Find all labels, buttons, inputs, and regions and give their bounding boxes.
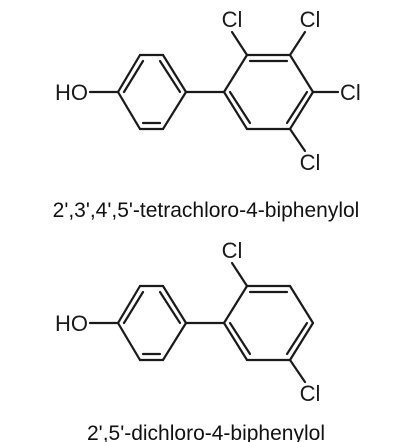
molecule-2-cl-2-label: Cl <box>222 238 243 263</box>
molecule-2-cl-5-label: Cl <box>300 381 321 406</box>
molecule-2-hydroxyl-label: HO <box>55 311 88 336</box>
molecule-1-cl-5-label: Cl <box>300 150 321 175</box>
molecule-1-structure <box>88 30 340 153</box>
molecule-1-cl-3-label: Cl <box>300 7 321 32</box>
molecule-2-name: 2',5'-dichloro-4-biphenylol <box>87 422 325 442</box>
molecule-1-name: 2',3',4',5'-tetrachloro-4-biphenylol <box>53 199 360 222</box>
molecule-1-hydroxyl-label: HO <box>55 80 88 105</box>
molecule-1-chlorinated-ring <box>222 53 315 131</box>
molecule-2-phenol-ring <box>116 284 188 362</box>
molecule-1-cl-4-label: Cl <box>340 80 361 105</box>
molecule-2-structure <box>88 261 315 384</box>
molecule-1-cl-2-label: Cl <box>222 7 243 32</box>
molecule-2-chlorinated-ring <box>222 284 315 362</box>
molecule-1-phenol-ring <box>116 53 188 131</box>
